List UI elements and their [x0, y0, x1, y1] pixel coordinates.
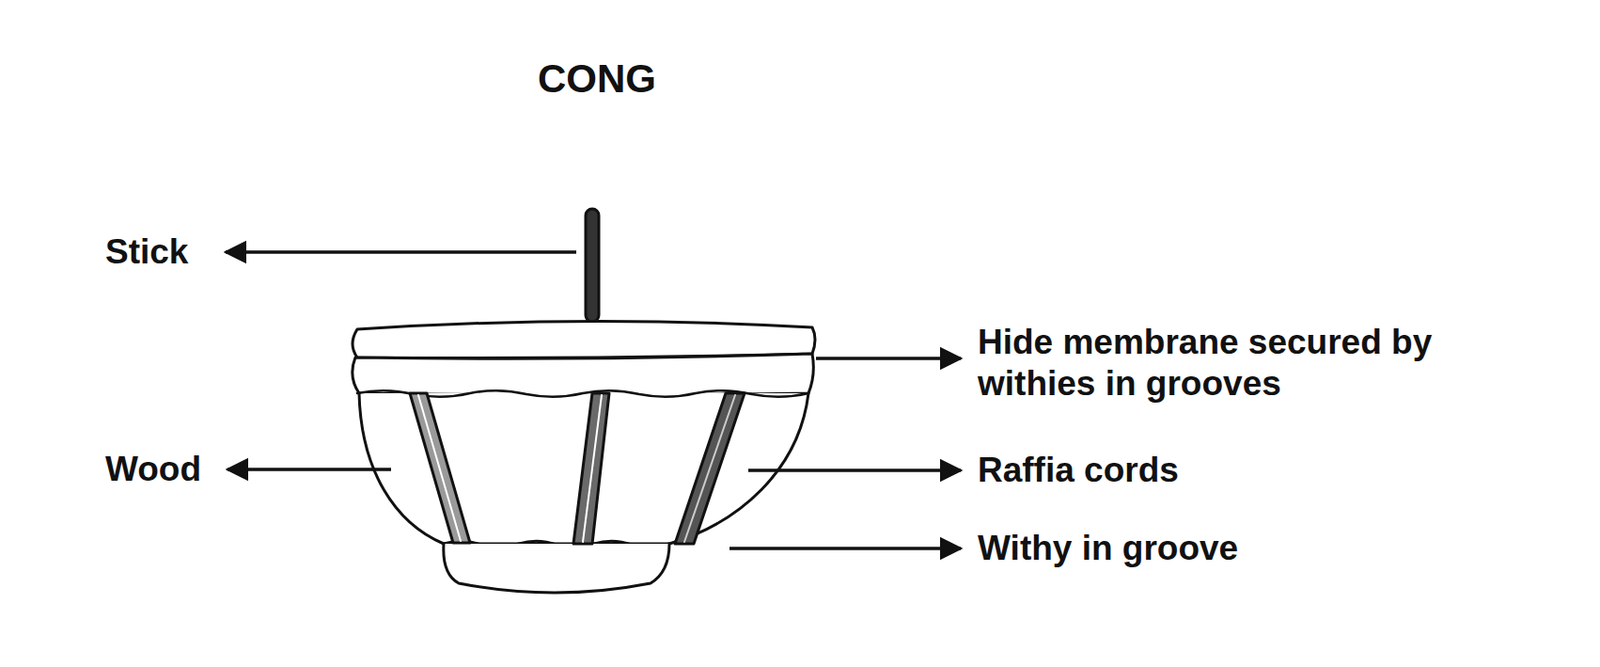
- part-label: Stick: [105, 231, 189, 273]
- wood-leader: [227, 467, 392, 471]
- membrane-leader: [815, 356, 961, 361]
- leader-arrows: [225, 251, 961, 549]
- drum-base: [443, 543, 670, 593]
- raffia-leader: [748, 468, 961, 472]
- raffia-cords: [409, 392, 745, 544]
- diagram-title: CONG: [537, 56, 657, 102]
- wood-body: [359, 392, 809, 544]
- stick-leader: [225, 250, 577, 254]
- part-label: Hide membrane secured by withies in groo…: [977, 321, 1542, 406]
- membrane-band: [352, 353, 815, 395]
- part-label: Raffia cords: [977, 449, 1179, 491]
- withy-leader: [729, 546, 961, 550]
- hide-membrane: [352, 320, 816, 358]
- stick-shape: [585, 208, 599, 322]
- part-label: Withy in groove: [977, 527, 1239, 569]
- part-label: Wood: [105, 448, 202, 490]
